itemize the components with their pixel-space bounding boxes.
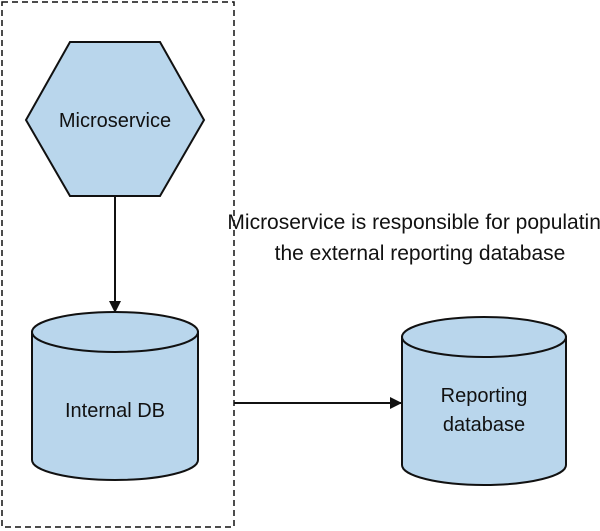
reporting-db-node: Reporting database: [401, 316, 567, 486]
internal-db-node: Internal DB: [31, 311, 199, 481]
reporting-db-label-line-1: Reporting: [441, 385, 528, 407]
responsibility-annotation: Microservice is responsible for populati…: [227, 211, 600, 265]
annotation-line-1: Microservice is responsible for populati…: [227, 211, 600, 234]
microservice-label: Microservice: [59, 110, 171, 132]
reporting-db-label-line-2: database: [443, 414, 525, 436]
reporting-db-cylinder-body: [401, 336, 567, 486]
microservice-hexagon: [24, 41, 206, 197]
internal-db-label: Internal DB: [65, 400, 165, 422]
reporting-db-cylinder-top: [401, 316, 567, 358]
microservice-node: Microservice: [24, 41, 206, 197]
service-boundary: [1, 1, 235, 528]
internal-db-cylinder-top: [31, 311, 199, 353]
annotation-line-2: the external reporting database: [275, 242, 566, 265]
internal-db-cylinder-body: [31, 331, 199, 481]
